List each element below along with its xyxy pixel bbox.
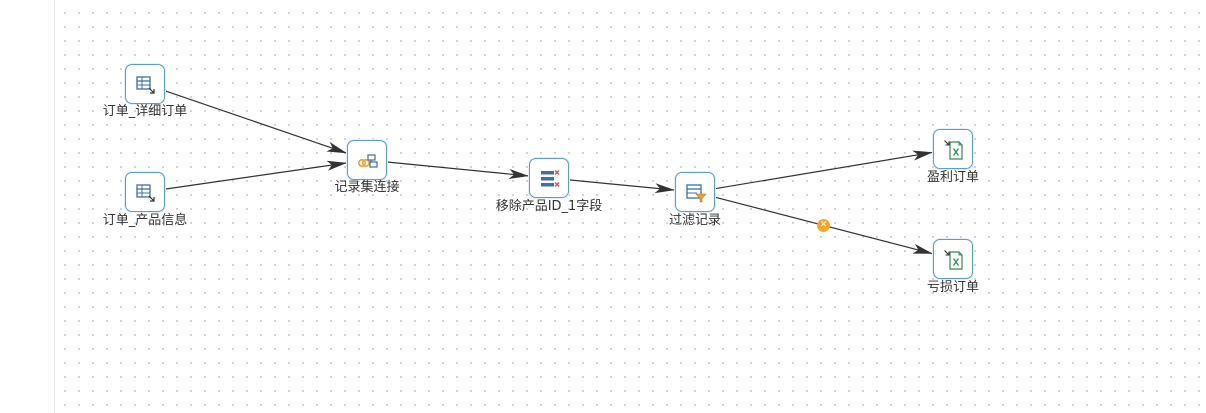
remove-fields-icon — [541, 169, 560, 188]
canvas-left-margin — [0, 0, 55, 413]
table-input-icon — [136, 76, 155, 94]
node-label-n2: 订单_产品信息 — [102, 213, 188, 228]
node-label-n1: 订单_详细订单 — [102, 104, 188, 119]
join-icon — [357, 154, 378, 168]
table-input-icon — [136, 184, 155, 202]
filter-icon — [686, 184, 707, 203]
node-table-input-product-info[interactable] — [125, 172, 165, 212]
node-excel-output-profit[interactable] — [933, 129, 973, 169]
node-label-n7: 亏损订单 — [926, 280, 979, 295]
edge-n3-to-n4[interactable] — [386, 161, 530, 180]
excel-output-icon — [944, 140, 963, 160]
node-label-n3: 记录集连接 — [334, 180, 400, 195]
node-label-n5: 过滤记录 — [668, 213, 721, 228]
node-label-n4: 移除产品ID_1字段 — [495, 199, 603, 214]
edge-n1-to-n3[interactable] — [164, 90, 348, 154]
excel-output-icon — [944, 250, 963, 270]
node-excel-output-loss[interactable] — [933, 239, 973, 279]
node-filter-rows[interactable] — [675, 172, 715, 212]
node-label-n6: 盈利订单 — [926, 170, 979, 185]
node-table-input-order-detail[interactable] — [125, 64, 165, 104]
node-remove-fields[interactable] — [529, 158, 569, 198]
edge-n5-to-n6[interactable] — [714, 150, 934, 190]
error-x-icon[interactable]: ✕ — [817, 219, 830, 232]
node-merge-join[interactable] — [347, 140, 387, 180]
edge-n2-to-n3[interactable] — [164, 160, 348, 190]
edge-n4-to-n5[interactable] — [568, 179, 676, 194]
canvas-grid — [55, 0, 1206, 413]
